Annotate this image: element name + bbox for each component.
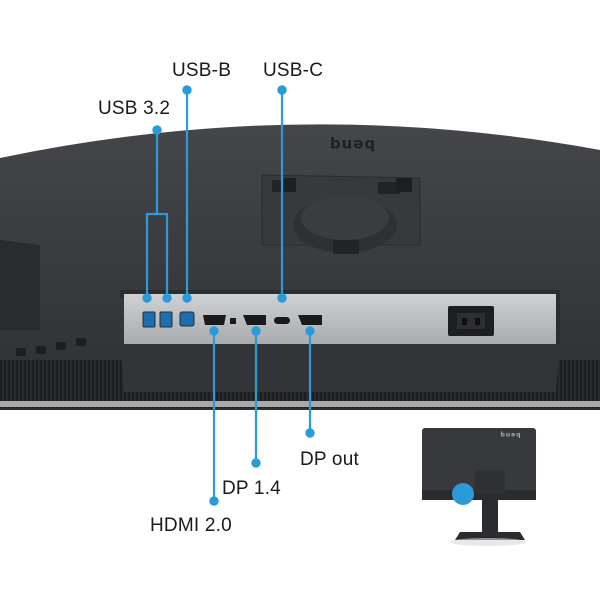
usb-c-port	[274, 317, 290, 324]
callout-usb-c: USB-C	[263, 60, 324, 81]
callout-dp-out: DP out	[300, 449, 359, 470]
inset-monitor-thumbnail: benq	[422, 428, 536, 546]
usb-b-port	[179, 311, 195, 327]
callout-lines	[142, 85, 315, 506]
callout-dp-1-4: DP 1.4	[222, 478, 281, 499]
io-port-panel	[120, 290, 560, 392]
hdmi-port	[203, 315, 226, 325]
callout-hdmi-2-0: HDMI 2.0	[150, 515, 232, 536]
callout-usb-3-2: USB 3.2	[98, 98, 171, 119]
callout-usb-b: USB-B	[172, 60, 232, 81]
usb-a-port-1	[142, 311, 156, 328]
power-socket-icon	[448, 306, 494, 336]
inset-brand-logo: benq	[500, 431, 521, 438]
rear-brand-logo: benq	[329, 136, 375, 154]
dp-in-port	[243, 315, 266, 325]
dp-out-port	[298, 315, 322, 325]
vesa-mount-icon	[261, 174, 421, 254]
usb-a-port-2	[159, 311, 173, 328]
small-port	[230, 318, 236, 324]
